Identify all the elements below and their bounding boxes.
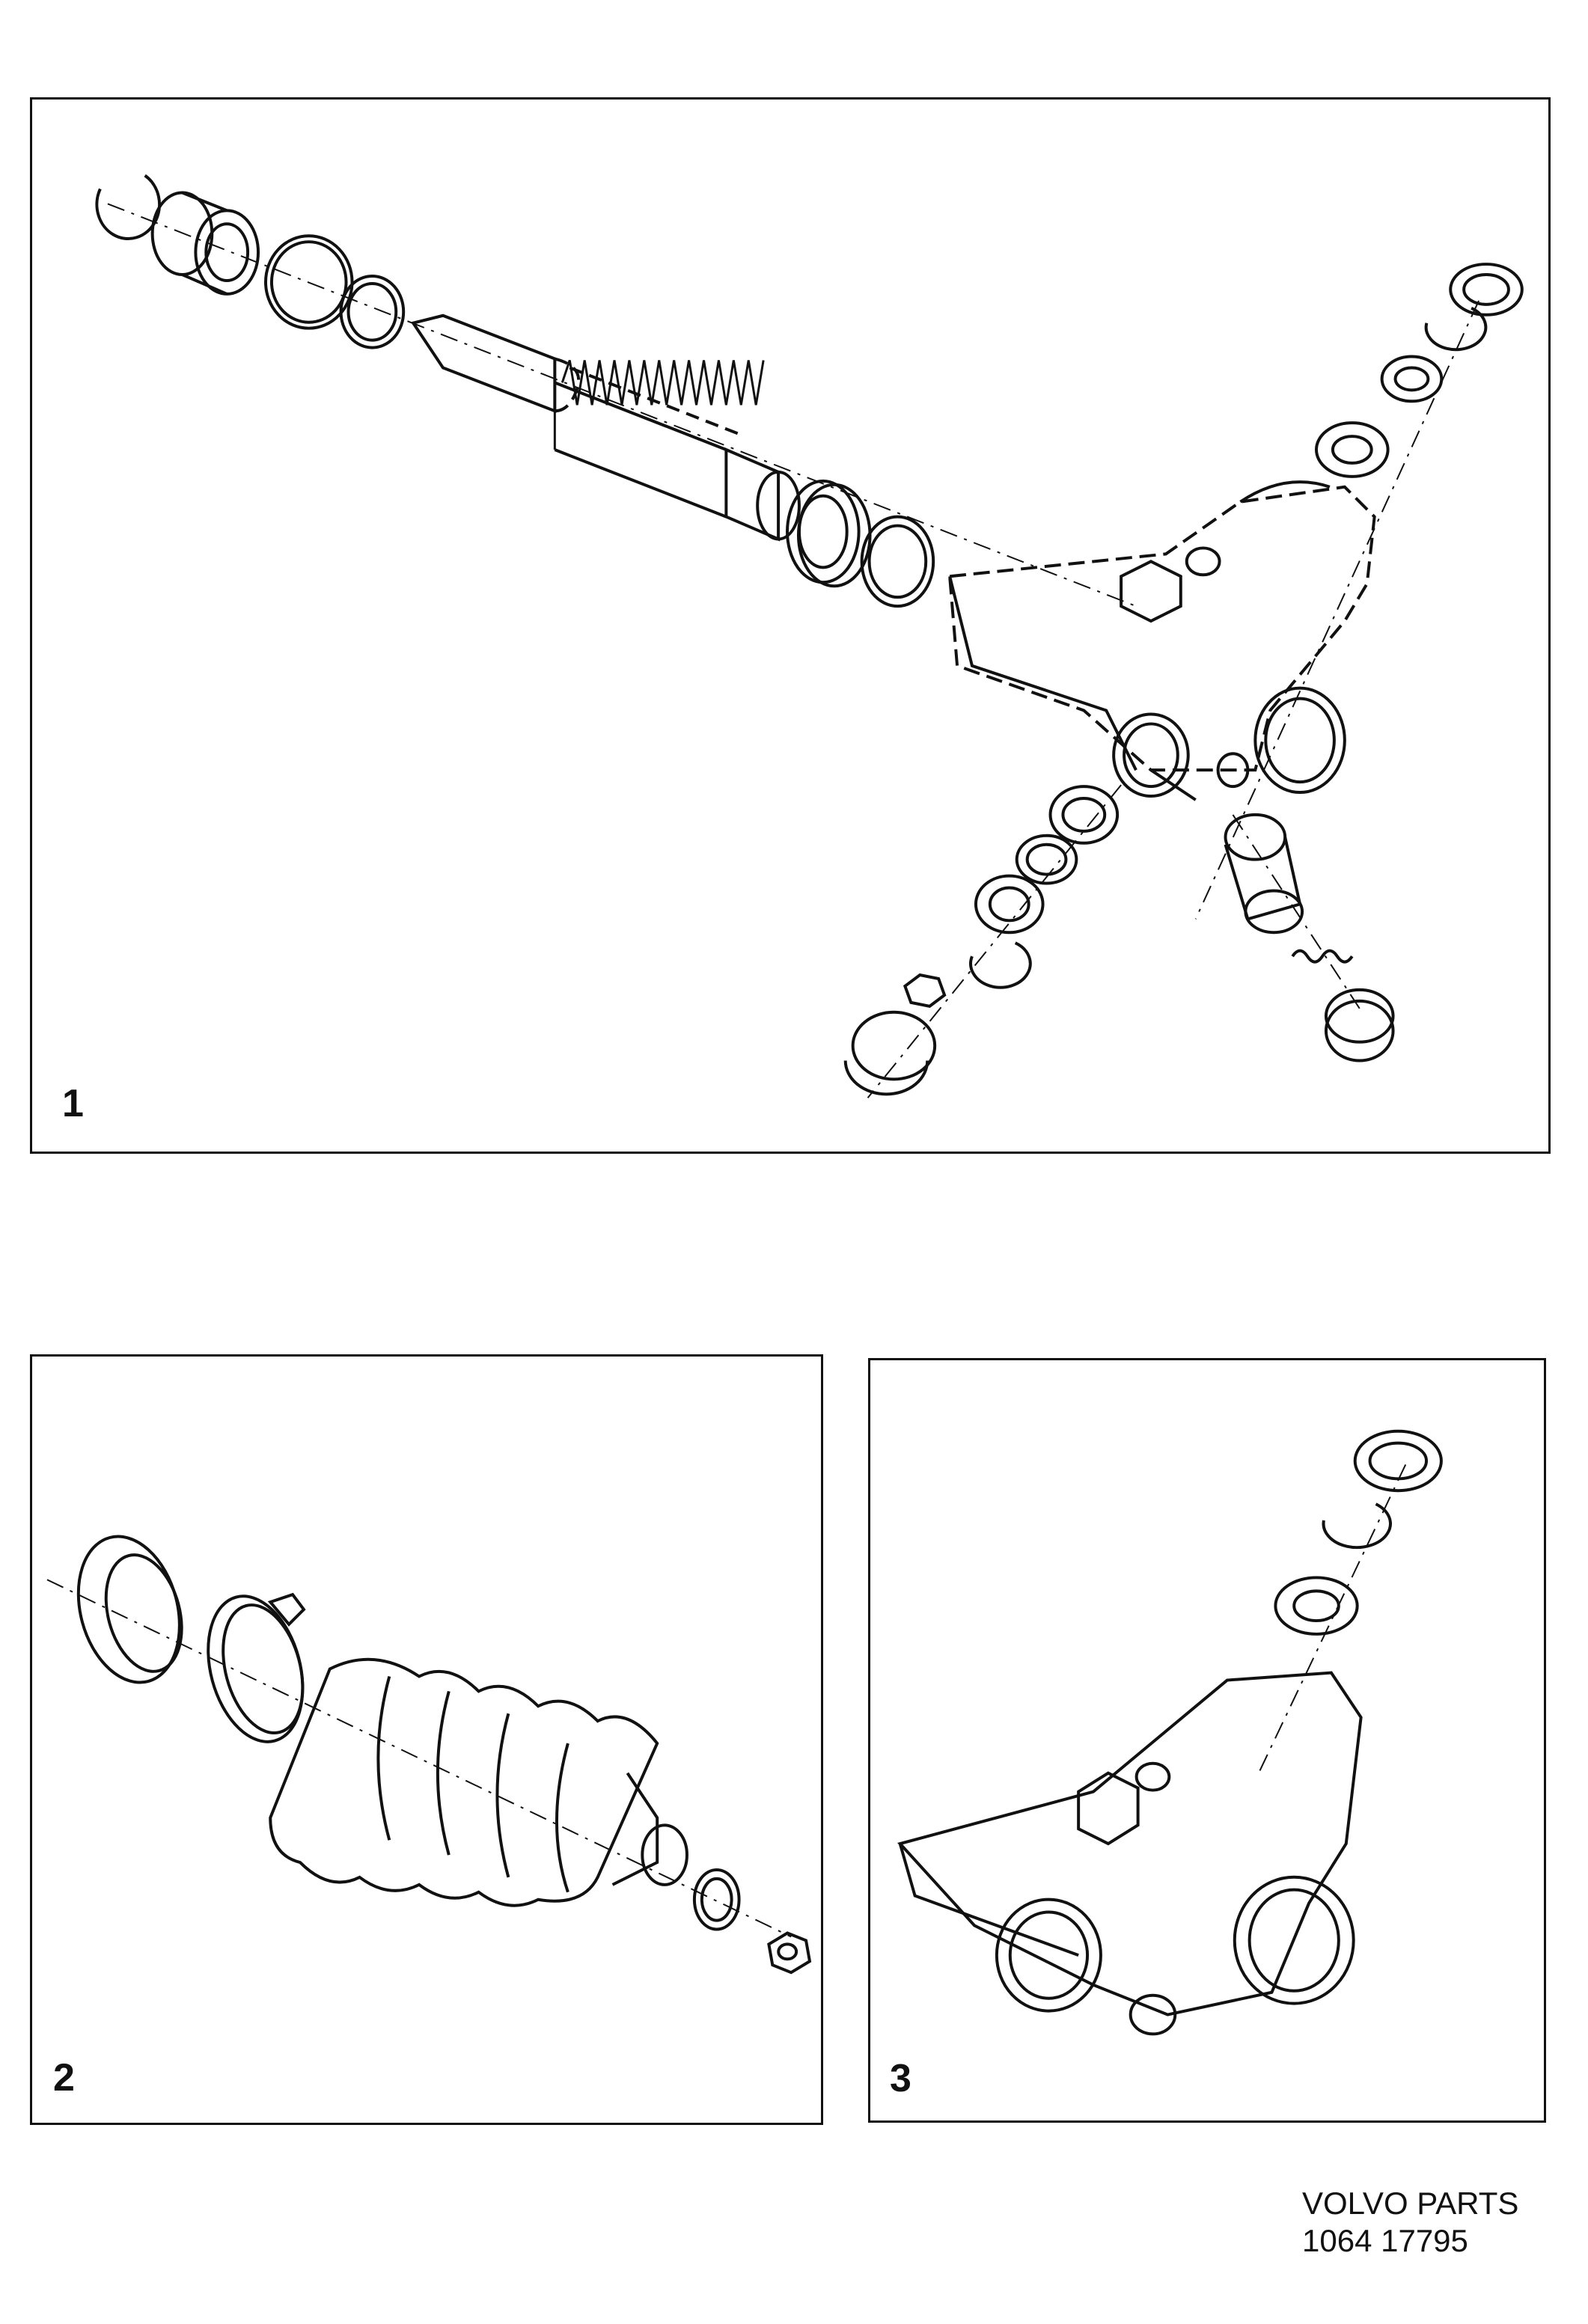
brand-text: VOLVO PARTS	[1302, 2186, 1519, 2221]
panel-3-pinion-housing: 3	[868, 1358, 1546, 2123]
bearing	[1274, 1576, 1359, 1636]
steering-rack-illustration	[95, 174, 1524, 1098]
pinion-top-stack	[1315, 263, 1524, 478]
small-clamp	[692, 1868, 741, 1931]
panel-1-label: 1	[62, 1082, 84, 1125]
panel-3-label: 3	[890, 2057, 911, 2100]
lock-nut	[767, 1931, 812, 1975]
housing-body	[897, 1671, 1363, 2036]
pinion-bottom-stack	[843, 785, 1120, 1096]
publisher-footer: VOLVO PARTS 1064 17795	[1302, 2185, 1527, 2260]
pinion-housing-illustration	[897, 1429, 1443, 2036]
dust-seal	[1353, 1429, 1443, 1493]
part-code: 1064 17795	[1302, 2223, 1468, 2258]
rubber-bellows	[269, 1657, 688, 1907]
rack-shaft	[410, 314, 801, 542]
o-ring-2	[860, 515, 935, 608]
panel-1-steering-rack-exploded: 1	[30, 97, 1551, 1154]
steering-housing	[947, 480, 1376, 801]
rack-bush-left	[150, 191, 260, 296]
o-ring-1	[263, 234, 354, 330]
rack-boot-illustration	[46, 1535, 812, 1975]
seal-left	[339, 275, 406, 349]
panel-2-label: 2	[53, 2056, 75, 2100]
snap-ring-left	[95, 174, 162, 240]
yoke-stack	[1224, 813, 1395, 1062]
retaining-ring	[1322, 1502, 1392, 1550]
collar-ring	[76, 1535, 183, 1684]
hose-clamp-large	[207, 1592, 306, 1743]
panel-2-rack-boot: 2	[30, 1354, 823, 2125]
nut-bottom	[903, 973, 947, 1008]
